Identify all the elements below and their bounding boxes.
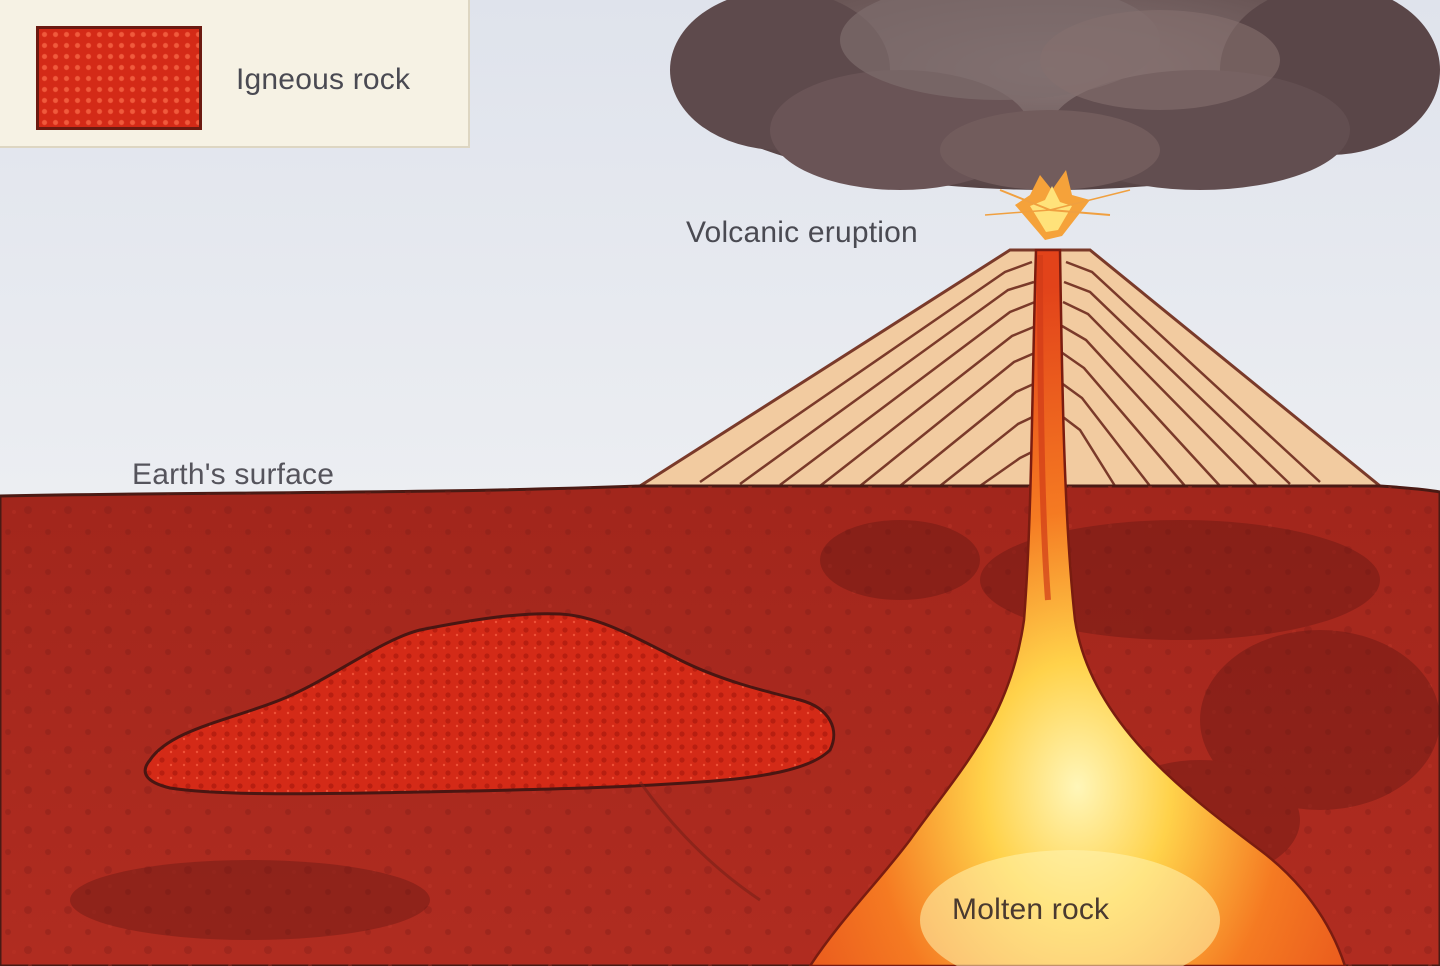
label-volcanic-eruption: Volcanic eruption xyxy=(686,216,918,249)
legend-swatch-igneous-rock xyxy=(36,26,202,130)
label-earths-surface: Earth's surface xyxy=(132,458,335,491)
label-molten-rock: Molten rock xyxy=(952,893,1110,926)
eruption-burst xyxy=(984,170,1131,240)
legend-label-igneous-rock: Igneous rock xyxy=(236,63,411,96)
legend: Igneous rock xyxy=(0,0,470,148)
igneous-intrusion xyxy=(143,612,836,796)
magma-core xyxy=(920,850,1220,966)
ash-cloud xyxy=(670,0,1440,190)
